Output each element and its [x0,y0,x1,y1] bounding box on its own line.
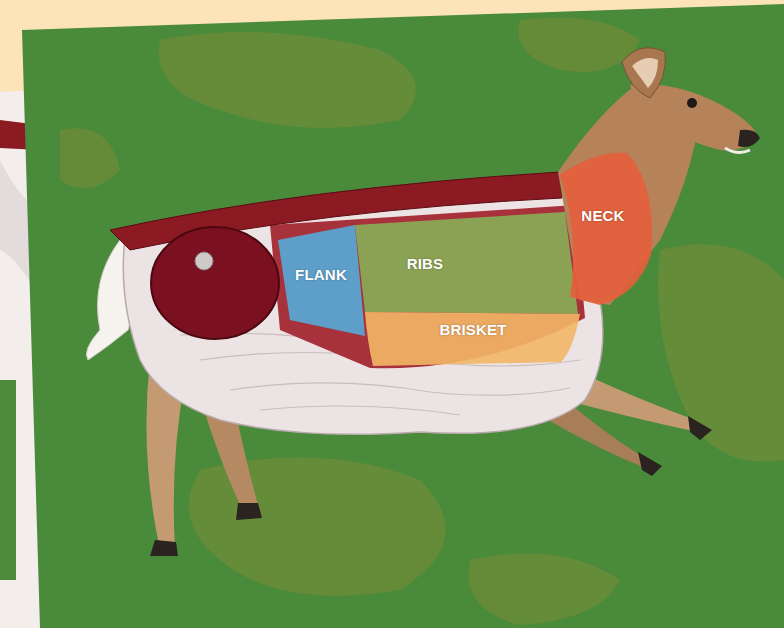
region-shape [555,145,660,310]
cut-region: RIBS [353,208,581,316]
deer-eye [687,98,697,108]
exposed-meat [270,205,585,368]
blotch [658,244,784,461]
hoof [688,416,712,440]
label-box: BRISKET [439,321,506,338]
cut-label: BRISKET [439,321,506,338]
label-box: NECK [581,207,624,224]
cut-region: NECK [555,145,660,310]
region-fill [355,212,578,314]
cut-region: BRISKET [363,310,583,368]
hindquarter [151,227,279,339]
region-shape [363,310,583,368]
blotch [159,32,416,128]
label-box: RIBS [407,255,444,272]
green-card [22,4,784,628]
deer-ear-inner [632,58,658,88]
deer-chin [725,148,750,153]
blotch [469,553,620,625]
deer-ear [622,48,665,98]
region-shape [353,208,581,316]
hoof [150,540,178,556]
region-fill [278,225,365,336]
hoof [638,452,662,476]
hoof [236,503,262,520]
cut-label: NECK [581,207,624,224]
region-fill [365,312,580,366]
blotch [60,128,120,188]
bone [195,252,213,270]
blotch [189,457,446,596]
cut-label: FLANK [295,266,347,283]
side-card-green [0,380,16,580]
cut-region: FLANK [276,222,368,338]
cut-label: RIBS [407,255,444,272]
blotch [518,18,640,73]
fold [230,383,570,395]
map-blotches [60,18,784,626]
region-fill [560,153,652,305]
deer-nose [738,130,760,147]
fold [260,406,460,415]
label-box: FLANK [295,266,347,283]
